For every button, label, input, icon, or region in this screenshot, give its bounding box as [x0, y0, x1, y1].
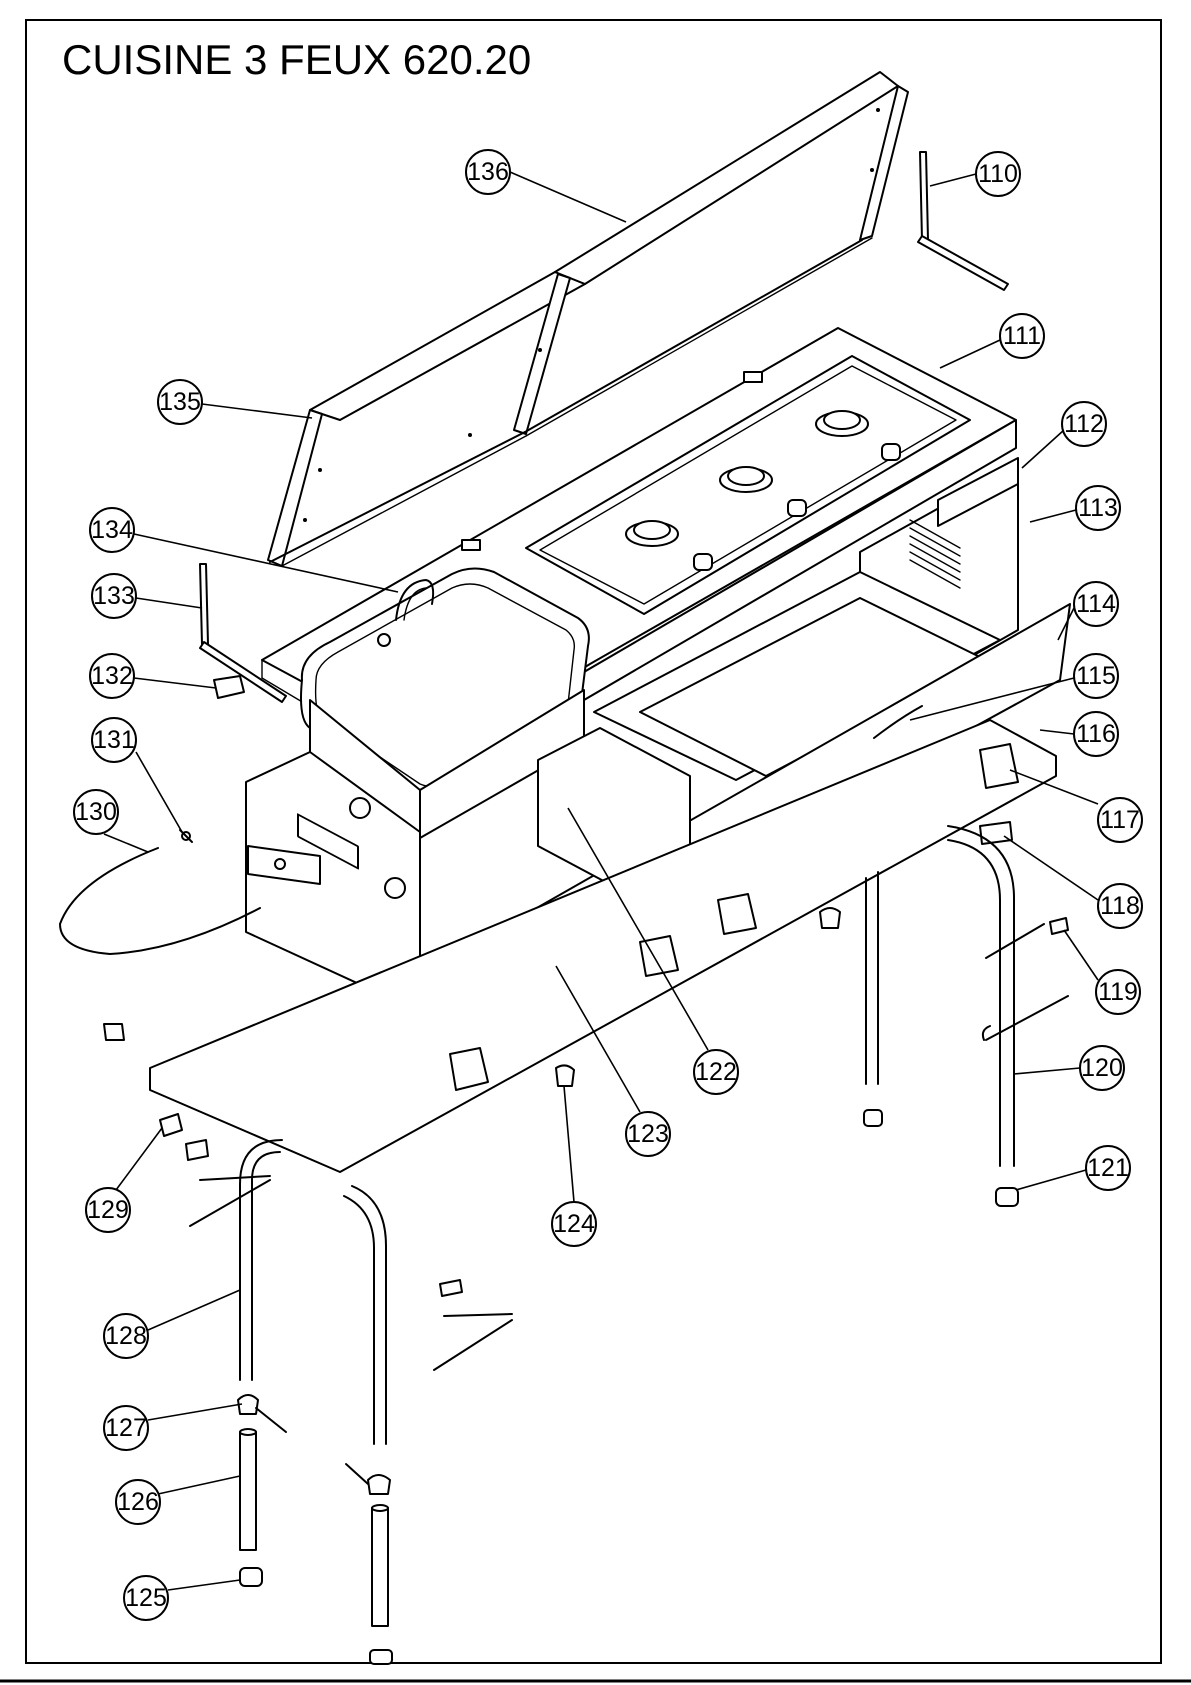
- callout-label: 135: [159, 388, 201, 416]
- callout-label: 130: [75, 798, 117, 826]
- callout-128: 128: [104, 1290, 240, 1358]
- sink-stay-part: [200, 564, 286, 702]
- callout-label: 121: [1087, 1154, 1129, 1182]
- callout-label: 111: [1003, 322, 1041, 350]
- callout-116: 116: [1040, 712, 1118, 756]
- callout-135: 135: [158, 380, 312, 424]
- callout-label: 125: [125, 1584, 167, 1612]
- callout-127: 127: [104, 1404, 242, 1450]
- callout-121: 121: [1016, 1146, 1130, 1190]
- callout-label: 133: [93, 582, 135, 610]
- callout-label: 114: [1076, 590, 1116, 618]
- gas-hose-part: [60, 830, 260, 954]
- callout-133: 133: [92, 574, 202, 618]
- callout-label: 117: [1100, 806, 1140, 834]
- callout-label: 129: [87, 1196, 129, 1224]
- callout-label: 123: [627, 1120, 669, 1148]
- callout-118: 118: [1004, 836, 1142, 928]
- callout-113: 113: [1030, 486, 1120, 530]
- callout-label: 112: [1064, 410, 1104, 438]
- callout-110: 110: [930, 152, 1020, 196]
- callout-label: 119: [1098, 978, 1138, 1006]
- callout-129: 129: [86, 1128, 162, 1232]
- callout-label: 124: [553, 1210, 595, 1238]
- callout-label: 116: [1076, 720, 1116, 748]
- callout-125: 125: [124, 1576, 240, 1620]
- callout-label: 136: [467, 158, 509, 186]
- callout-label: 122: [695, 1058, 737, 1086]
- callout-136: 136: [466, 150, 626, 222]
- callout-label: 128: [105, 1322, 147, 1350]
- callout-120: 120: [1014, 1046, 1124, 1090]
- callout-124: 124: [552, 1086, 596, 1246]
- callout-label: 134: [91, 516, 133, 544]
- callout-126: 126: [116, 1476, 240, 1524]
- callout-label: 127: [105, 1414, 147, 1442]
- callout-label: 126: [117, 1488, 159, 1516]
- callout-label: 115: [1076, 662, 1116, 690]
- callout-112: 112: [1022, 402, 1106, 468]
- callout-label: 118: [1100, 892, 1140, 920]
- callout-label: 131: [93, 726, 135, 754]
- callout-label: 120: [1081, 1054, 1123, 1082]
- callout-119: 119: [1064, 930, 1140, 1014]
- callout-label: 113: [1078, 494, 1118, 522]
- callout-132: 132: [90, 654, 216, 698]
- callout-130: 130: [74, 790, 148, 852]
- diagram-title: CUISINE 3 FEUX 620.20: [62, 36, 531, 83]
- callout-label: 110: [978, 160, 1018, 188]
- callout-111: 111: [940, 314, 1044, 368]
- callout-label: 132: [91, 662, 133, 690]
